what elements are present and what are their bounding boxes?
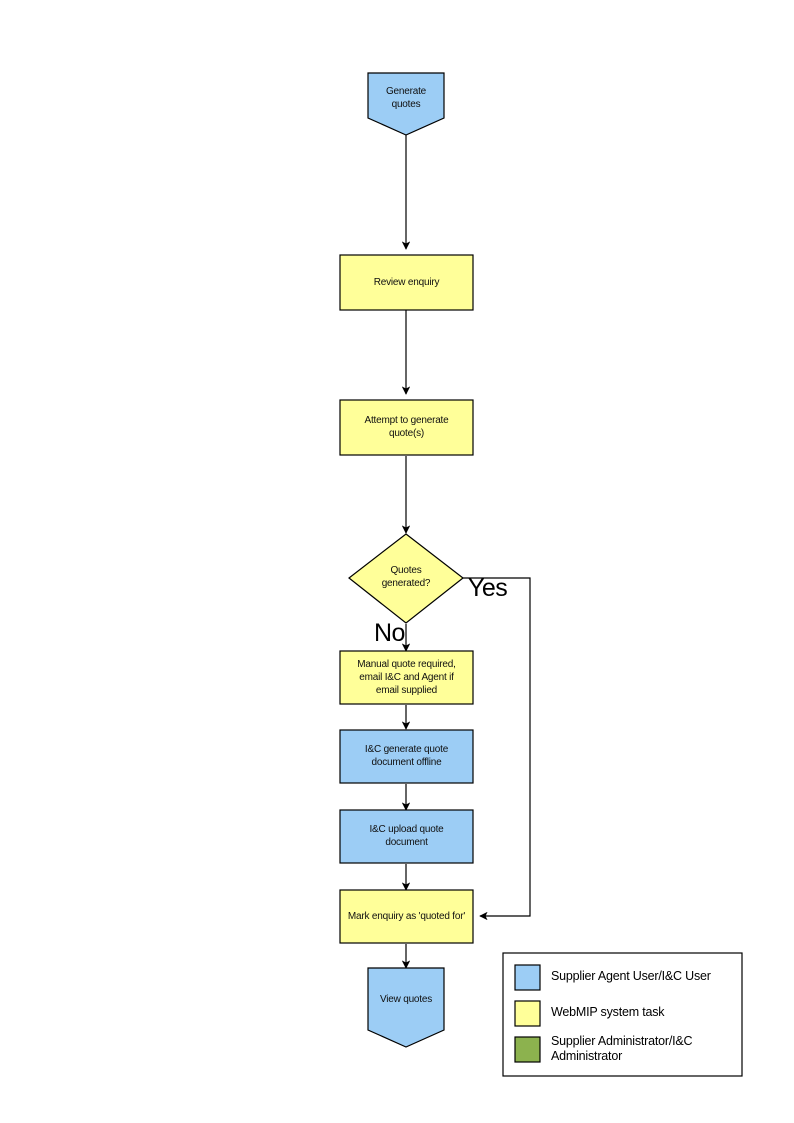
node-quotes-generated-decision[interactable] — [348, 533, 464, 624]
legend-label-0: Supplier Agent User/I&C User — [551, 969, 711, 983]
node-ic-generate-quote-offline[interactable] — [339, 729, 474, 784]
node-manual-quote-required[interactable] — [339, 650, 474, 705]
legend-label-1: WebMIP system task — [551, 1005, 665, 1019]
node-generate-quotes[interactable] — [367, 72, 445, 136]
legend-swatch-2 — [514, 1036, 541, 1063]
node-view-quotes[interactable] — [367, 967, 445, 1048]
node-review-enquiry[interactable] — [339, 254, 474, 311]
branch-label-no: No — [374, 619, 405, 647]
legend-swatch-0 — [514, 964, 541, 991]
edge-decision-yes-to-mark — [463, 577, 531, 921]
branch-label-yes: Yes — [468, 574, 508, 602]
legend-frame — [502, 952, 743, 1077]
legend-swatch-1 — [514, 1000, 541, 1027]
node-ic-upload-quote-document[interactable] — [339, 809, 474, 864]
node-attempt-generate-quotes[interactable] — [339, 399, 474, 456]
legend-label-2: Supplier Administrator/I&C Administrator — [551, 1034, 693, 1063]
node-mark-enquiry-quoted-for[interactable] — [339, 889, 474, 944]
